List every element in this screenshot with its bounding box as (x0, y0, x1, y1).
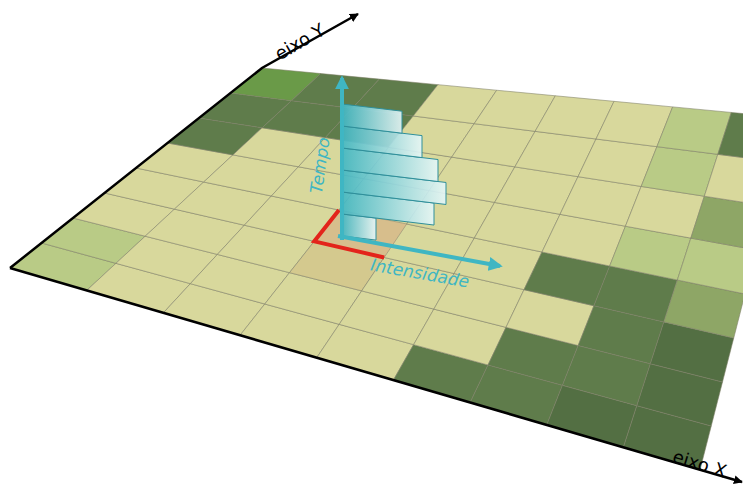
raster-cell (718, 112, 743, 162)
x-axis-line (10, 268, 742, 482)
raster-cell (677, 238, 743, 294)
histogram-bar (342, 104, 402, 133)
axis-label: eixo X (671, 447, 729, 480)
axis-label: eixo Y (272, 21, 328, 64)
raster-cell (704, 154, 743, 206)
intensity-axis-arrow (338, 236, 500, 266)
axis-lines (10, 14, 742, 482)
y-axis-line (10, 14, 358, 268)
raster-cell (691, 196, 743, 250)
time-axis-arrow (340, 78, 344, 240)
raster-grid (10, 68, 743, 470)
histogram-illustration (338, 78, 500, 266)
